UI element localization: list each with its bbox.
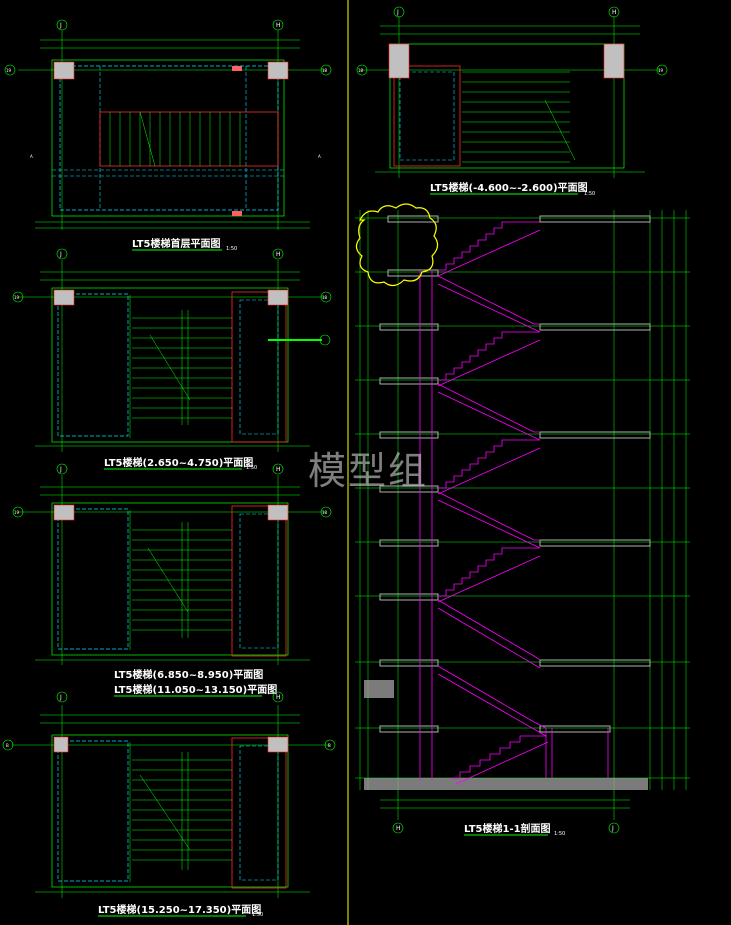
plan4-axis-j: J <box>59 694 62 701</box>
plan1-scale: 1:50 <box>226 246 237 252</box>
plan1-section-mark-left: A <box>30 154 33 159</box>
plan1-axis-h: H <box>276 22 281 29</box>
section-axis-j: J <box>611 825 614 832</box>
plan5-axis-j: J <box>396 9 399 16</box>
section-axis-h: H <box>396 825 401 832</box>
plan3-axis-left: 19 <box>14 510 20 515</box>
plan-6850: J H 19 18 LT5楼梯(6.850~8.950)平面图 LT5楼梯(11… <box>12 463 332 697</box>
plan1-title: LT5楼梯首层平面图 <box>132 237 221 250</box>
plan5-axis-left: 18 <box>358 68 364 73</box>
plan4-axis-left: B <box>6 743 9 748</box>
plan2-scale: 1:50 <box>246 465 257 471</box>
plan4-scale: 1:50 <box>252 912 263 918</box>
plan-basement: J H 18 19 LT5楼梯(-4.600~-2.600)平面图 1:50 <box>356 6 668 197</box>
plan2-axis-left: 19 <box>14 295 20 300</box>
plan1-axis-left: 19 <box>6 68 12 73</box>
plan1-axis-right: 18 <box>322 68 328 73</box>
plan-ground-floor: J H 19 18 A A LT5楼梯首层平面图 1:50 <box>4 19 332 252</box>
plan3-title2: LT5楼梯(11.050~13.150)平面图 <box>114 683 277 696</box>
plan-15250: J H B B LT5楼梯(15.250~17.350)平面图 1:50 <box>2 691 336 918</box>
plan4-axis-h: H <box>276 694 281 701</box>
plan2-axis-h: H <box>276 251 281 258</box>
plan5-axis-h: H <box>612 9 617 16</box>
plan1-axis-j: J <box>59 22 62 29</box>
plan-2650: J H 19 18 LT5楼梯(2.650~4.750)平面图 1:50 <box>12 248 332 471</box>
plan3-axis-right: 18 <box>322 510 328 515</box>
plan5-axis-right: 19 <box>658 68 664 73</box>
section-title: LT5楼梯1-1剖面图 <box>464 822 551 835</box>
plan3-title: LT5楼梯(6.850~8.950)平面图 <box>114 668 263 681</box>
plan2-axis-j: J <box>59 251 62 258</box>
section-1-1: H J LT5楼梯1-1剖面图 1:50 <box>355 203 690 837</box>
section-scale: 1:50 <box>554 831 565 837</box>
plan3-axis-j: J <box>59 466 62 473</box>
plan5-title: LT5楼梯(-4.600~-2.600)平面图 <box>430 181 588 194</box>
plan5-scale: 1:50 <box>584 191 595 197</box>
watermark: 模型组 <box>308 449 429 493</box>
plan2-title: LT5楼梯(2.650~4.750)平面图 <box>104 456 253 469</box>
plan3-axis-h: H <box>276 466 281 473</box>
plan1-section-mark-right: A <box>318 154 321 159</box>
plan4-axis-right: B <box>328 743 331 748</box>
plan4-title: LT5楼梯(15.250~17.350)平面图 <box>98 903 261 916</box>
plan2-axis-right: 18 <box>322 295 328 300</box>
revision-cloud <box>355 203 439 287</box>
